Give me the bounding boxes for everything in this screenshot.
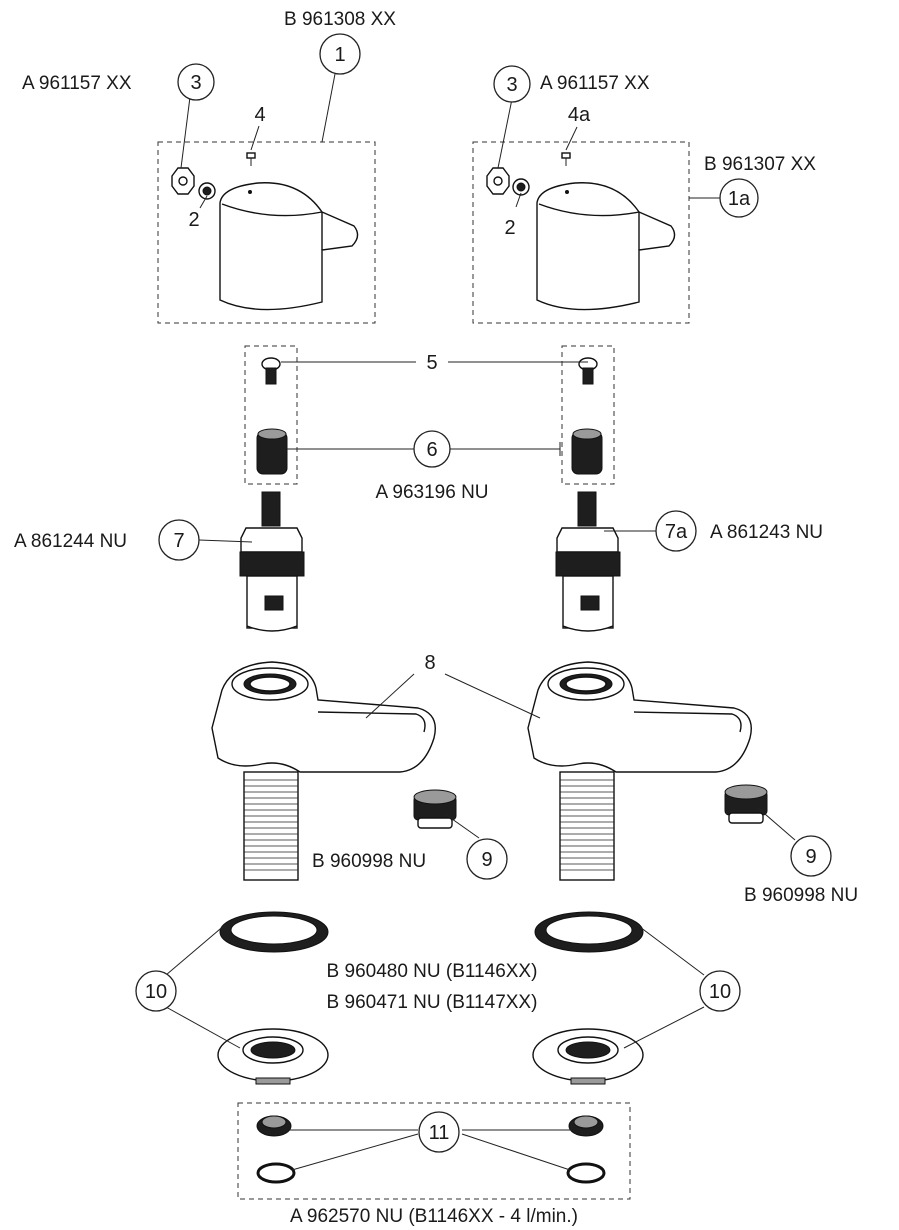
callout-9-right-label: 9 — [805, 846, 816, 868]
callout-10-left-label: 10 — [145, 981, 167, 1003]
callout-9-left: 9 — [466, 838, 508, 880]
callout-3-left: 3 — [177, 63, 215, 101]
cap-left-part — [256, 428, 288, 475]
callout-10-right: 10 — [699, 970, 741, 1012]
o-ring-left-part — [256, 1162, 296, 1184]
cartridge-left-part — [239, 491, 305, 632]
code-cartridge-left: A 861244 NU — [14, 531, 127, 552]
callout-1a-label: 1a — [728, 188, 751, 210]
flange-washer-right-part — [532, 1028, 644, 1085]
callout-3-left-label: 3 — [190, 72, 201, 94]
handle-left-part — [219, 182, 359, 311]
callout-7a-label: 7a — [665, 521, 688, 543]
label-4a: 4a — [568, 104, 591, 126]
code-handle-left: B 961308 XX — [284, 9, 396, 30]
tap-body-right-thread — [560, 779, 614, 871]
code-cartridge-right: A 861243 NU — [710, 522, 823, 543]
cartridge-right-part — [555, 491, 621, 632]
code-handle-right: B 961307 XX — [704, 154, 816, 175]
screw-left-part — [261, 357, 281, 385]
callout-1: 1 — [319, 33, 361, 75]
callout-10-left: 10 — [135, 970, 177, 1012]
aerator-left-part — [413, 789, 457, 829]
callout-3-right: 3 — [493, 65, 531, 103]
aerator-right-part — [724, 784, 768, 824]
cap-right-part — [571, 428, 603, 475]
code-aerator-right: B 960998 NU — [744, 885, 858, 906]
label-2-right: 2 — [504, 217, 515, 239]
callout-6: 6 — [413, 430, 451, 468]
washer-ring-left-part — [219, 911, 329, 953]
handle-right-part — [536, 182, 676, 311]
cap-nut-left-part — [171, 167, 195, 195]
tap-body-left-part — [211, 661, 436, 881]
screw-right-part — [578, 357, 598, 385]
group-box-screw-cap-left — [244, 345, 298, 485]
callout-11: 11 — [418, 1111, 460, 1153]
code-washer-2: B 960471 NU (B1147XX) — [327, 992, 538, 1013]
callout-7: 7 — [158, 519, 200, 561]
tap-body-right-part — [527, 661, 752, 881]
set-screw-left-part — [246, 152, 256, 166]
callout-1a: 1a — [719, 178, 759, 218]
tap-body-left-thread — [244, 779, 298, 871]
code-washer-1: B 960480 NU (B1146XX) — [327, 961, 538, 982]
code-cap-set: A 963196 NU — [375, 482, 488, 503]
callout-7a: 7a — [655, 510, 697, 552]
leader-lines — [165, 73, 796, 1171]
flange-washer-left-part — [217, 1028, 329, 1085]
code-aerator-left: B 960998 NU — [312, 851, 426, 872]
callout-10-right-label: 10 — [709, 981, 731, 1003]
label-5: 5 — [426, 352, 437, 374]
group-box-handle-right — [472, 141, 690, 324]
label-2-left: 2 — [188, 209, 199, 231]
o-ring-right-part — [566, 1162, 606, 1184]
callout-7-label: 7 — [173, 530, 184, 552]
group-box-flow-restrictor — [237, 1102, 631, 1200]
cap-nut-right-part — [486, 167, 510, 195]
label-8: 8 — [424, 652, 435, 674]
label-4: 4 — [254, 104, 265, 126]
code-flow-restrictor: A 962570 NU (B1146XX - 4 l/min.) — [290, 1206, 578, 1227]
callout-1-label: 1 — [334, 44, 345, 66]
callout-9-left-label: 9 — [481, 849, 492, 871]
group-box-screw-cap-right — [561, 345, 615, 485]
restrictor-right-part — [568, 1115, 604, 1137]
callout-9-right: 9 — [790, 835, 832, 877]
washer-ring-right-part — [534, 911, 644, 953]
code-cap-left: A 961157 XX — [22, 73, 132, 94]
set-screw-right-part — [561, 152, 571, 166]
cap-button-left-part — [198, 182, 216, 200]
callout-3-right-label: 3 — [506, 74, 517, 96]
callout-11-label: 11 — [429, 1122, 450, 1144]
restrictor-left-part — [256, 1115, 292, 1137]
cap-button-right-part — [512, 178, 530, 196]
callout-6-label: 6 — [426, 439, 437, 461]
group-box-handle-left — [157, 141, 376, 324]
code-cap-right: A 961157 XX — [540, 73, 650, 94]
